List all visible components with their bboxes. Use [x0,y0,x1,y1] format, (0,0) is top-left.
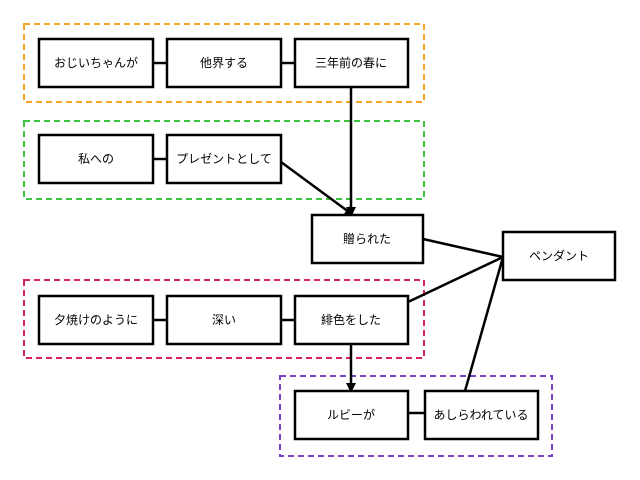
node-okurareta: 贈られた [310,213,425,265]
node-watashi-eno: 私への [37,133,155,185]
node-label: 私への [78,152,114,166]
node-label: 他界する [200,56,248,70]
edge-n12-n7 [463,256,505,392]
edge-n10-n7 [407,255,504,304]
node-ashirawarete-iru: あしらわれている [423,389,540,441]
node-yuuyake-no-youni: 夕焼けのように [37,294,155,346]
edge-n5-n6 [280,160,355,217]
node-ruby-ga: ルビーが [293,389,410,441]
group-frame-3 [23,279,425,359]
node-pendant: ペンダント [501,230,617,282]
node-label: おじいちゃんが [54,55,138,70]
node-label: 贈られた [343,231,391,246]
node-present-toshite: プレゼントとして [165,133,283,185]
node-label: 深い [212,313,236,327]
edge-n6-n7 [422,237,504,259]
node-takai-suru: 他界する [165,37,283,89]
node-label: 夕焼けのように [54,313,138,327]
node-label: プレゼントとして [176,152,272,166]
node-label: あしらわれている [433,408,528,422]
group-frame-2 [23,120,425,200]
node-fukai: 深い [165,294,283,346]
node-label: 緋色をした [321,312,381,327]
group-frame-4 [279,375,553,457]
node-hiiro-wo-shita: 緋色をした [293,294,410,346]
node-label: 三年前の春に [315,55,387,70]
node-label: ペンダント [529,248,589,263]
node-sannen-mae-no-haru-ni: 三年前の春に [293,37,410,89]
node-label: ルビーが [327,407,375,422]
node-ojiichan-ga: おじいちゃんが [37,37,155,89]
group-frame-1 [23,23,425,103]
